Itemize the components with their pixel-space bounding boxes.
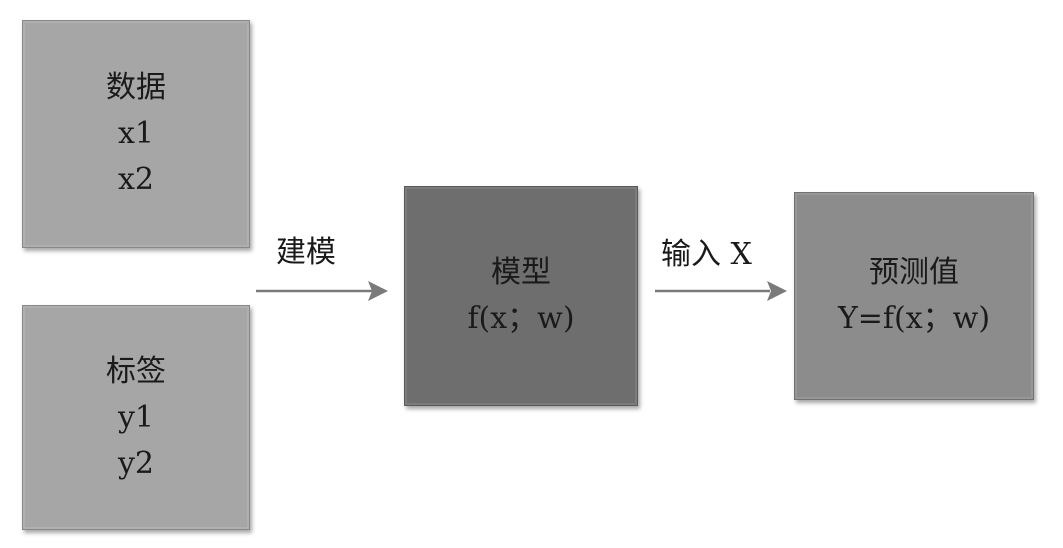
input-arrow <box>655 281 787 301</box>
input-arrow-head <box>767 281 787 301</box>
build-arrow <box>256 281 388 301</box>
prediction-box-title: 预测值 <box>869 255 959 290</box>
build-arrow-head <box>368 281 388 301</box>
prediction-box: 预测值 Y=f(x；w) <box>794 192 1034 400</box>
label-box: 标签 y1 y2 <box>22 305 250 530</box>
label-item-y2: y2 <box>117 445 155 481</box>
model-box: 模型 f(x；w) <box>404 186 638 406</box>
prediction-formula: Y=f(x；w) <box>837 301 991 336</box>
input-edge-label: 输入 X <box>661 237 752 272</box>
build-edge-label: 建模 <box>276 235 336 270</box>
data-box-title: 数据 <box>106 70 166 105</box>
data-item-x1: x1 <box>117 116 154 151</box>
label-box-title: 标签 <box>106 353 166 389</box>
data-box: 数据 x1 x2 <box>22 20 250 248</box>
model-box-title: 模型 <box>491 255 551 290</box>
data-item-x2: x2 <box>117 162 154 197</box>
label-item-y1: y1 <box>117 399 155 435</box>
model-formula: f(x；w) <box>467 301 575 336</box>
